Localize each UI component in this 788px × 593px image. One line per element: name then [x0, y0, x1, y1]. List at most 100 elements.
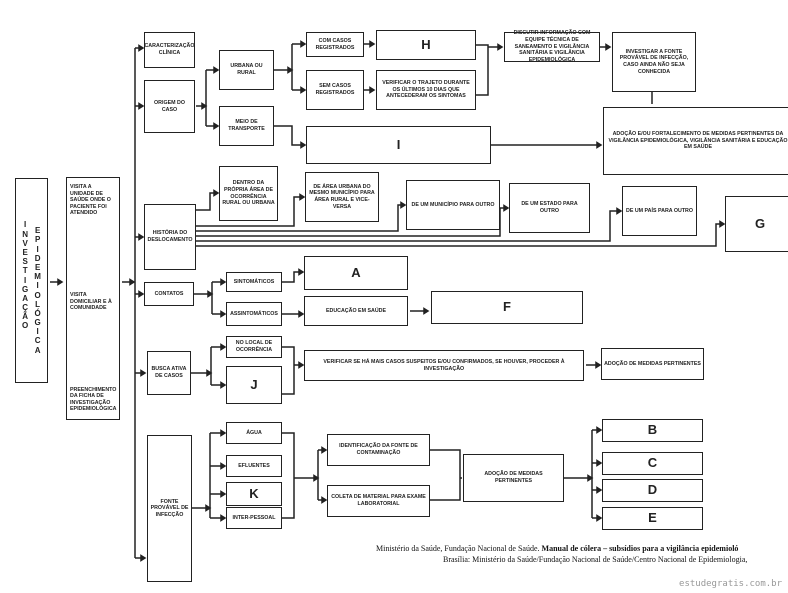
- arrowhead: [298, 310, 305, 318]
- arrowhead: [369, 40, 376, 48]
- letter: G: [34, 318, 41, 328]
- blank-c: C: [602, 452, 703, 475]
- node-contatos: CONTATOS: [144, 282, 194, 306]
- node-fonte: FONTE PROVÁVEL DE INFECÇÃO: [147, 435, 192, 582]
- arrowhead: [596, 426, 603, 434]
- node-sem-casos: SEM CASOS REGISTRADOS: [306, 70, 364, 110]
- node-discutir: DISCUTIR INFORMAÇÃO COM EQUIPE TÉCNICA D…: [504, 30, 600, 63]
- node-identificacao: IDENTIFICAÇÃO DA FONTE DE CONTAMINAÇÃO: [327, 434, 430, 466]
- arrowhead: [299, 193, 306, 201]
- node-municipio: DE UM MUNICÍPIO PARA OUTRO: [406, 180, 500, 230]
- step-visita-domiciliar: VISITA DOMICILIAR E À COMUNIDADE: [70, 291, 112, 312]
- letter: A: [34, 345, 41, 355]
- arrowhead: [596, 514, 603, 522]
- node-adocao-medidas-2: ADOÇÃO DE MEDIDAS PERTINENTES: [463, 454, 564, 502]
- steps-box: VISITA A UNIDADE DE SAÚDE ONDE O PACIENT…: [66, 177, 120, 420]
- letter: T: [22, 266, 28, 276]
- blank-b: B: [602, 419, 703, 442]
- node-historia: HISTÓRIA DO DESLOCAMENTO: [144, 204, 196, 270]
- arrowhead: [503, 204, 510, 212]
- node-com-casos: COM CASOS REGISTRADOS: [306, 32, 364, 57]
- arrowhead: [287, 66, 294, 74]
- arrowhead: [595, 361, 602, 369]
- arrowhead: [140, 554, 147, 562]
- letter: Ó: [34, 308, 41, 318]
- node-adocao-fortalecimento: ADOÇÃO E/OU FORTALECIMENTO DE MEDIDAS PE…: [603, 107, 788, 175]
- blank-g: G: [725, 196, 788, 252]
- letter: I: [36, 281, 39, 291]
- arrowhead: [300, 141, 307, 149]
- arrowhead: [605, 43, 612, 51]
- arrowhead: [220, 278, 227, 286]
- blank-i: I: [306, 126, 491, 164]
- arrowhead: [207, 290, 214, 298]
- node-meio-transporte: MEIO DE TRANSPORTE: [219, 106, 274, 146]
- arrowhead: [587, 474, 594, 482]
- citation-line-2: Brasília: Ministério da Saúde/Fundação N…: [443, 555, 748, 564]
- arrowhead: [138, 290, 145, 298]
- arrowhead: [719, 220, 726, 228]
- letter: P: [34, 235, 41, 245]
- node-assintomaticos: ASSINTOMÁTICOS: [226, 302, 282, 326]
- node-urbana-rural: URBANA OU RURAL: [219, 50, 274, 90]
- node-verificar-trajeto: VERIFICAR O TRAJETO DURANTE OS ÚLTIMOS 1…: [376, 70, 476, 110]
- blank-a: A: [304, 256, 408, 290]
- arrowhead: [369, 86, 376, 94]
- arrowhead: [205, 504, 212, 512]
- node-pais: DE UM PAÍS PARA OUTRO: [622, 186, 697, 236]
- node-interpessoal: INTER-PESSOAL: [226, 507, 282, 529]
- arrowhead: [220, 462, 227, 470]
- letter: A: [22, 293, 29, 303]
- letter: I: [24, 275, 27, 285]
- arrowhead: [300, 40, 307, 48]
- node-verificar-mais: VERIFICAR SE HÁ MAIS CASOS SUSPEITOS E/O…: [304, 350, 584, 381]
- arrowhead: [213, 189, 220, 197]
- letter: S: [22, 257, 28, 267]
- letter: I: [36, 327, 39, 337]
- node-caracterizacao: CARACTERIZAÇÃO CLÍNICA: [144, 32, 195, 68]
- arrowhead: [596, 486, 603, 494]
- arrowhead: [206, 369, 213, 377]
- letter: E: [34, 226, 41, 236]
- node-no-local: NO LOCAL DE OCORRÊNCIA: [226, 336, 282, 358]
- node-origem: ORIGEM DO CASO: [144, 80, 195, 133]
- node-area-urbana: DE ÁREA URBANA DO MESMO MUNICÍPIO PARA Á…: [305, 172, 379, 222]
- letter: E: [22, 247, 28, 257]
- letter: M: [34, 272, 41, 282]
- node-adocao-medidas-1: ADOÇÃO DE MEDIDAS PERTINENTES: [601, 348, 704, 380]
- letter: N: [22, 229, 29, 239]
- blank-f: F: [431, 291, 583, 324]
- arrowhead: [213, 122, 220, 130]
- step-preenchimento-ficha: PREENCHIMENTO DA FICHA DE INVESTIGAÇÃO E…: [70, 386, 117, 413]
- arrowhead: [298, 361, 305, 369]
- node-investigar: INVESTIGAR A FONTE PROVÁVEL DE INFECÇÃO,…: [612, 32, 696, 92]
- arrowhead: [321, 496, 328, 504]
- node-dentro-area: DENTRO DA PRÓPRIA ÁREA DE OCORRÊNCIA RUR…: [219, 166, 278, 221]
- blank-h: H: [376, 30, 476, 60]
- step-visita-unidade: VISITA A UNIDADE DE SAÚDE ONDE O PACIENT…: [70, 184, 111, 217]
- blank-j: J: [226, 366, 282, 404]
- letter: V: [22, 238, 28, 248]
- blank-k: K: [226, 482, 282, 506]
- node-coleta: COLETA DE MATERIAL PARA EXAME LABORATORI…: [327, 485, 430, 517]
- arrowhead: [300, 86, 307, 94]
- letter: O: [22, 321, 29, 331]
- arrowhead: [220, 514, 227, 522]
- arrowhead: [220, 490, 227, 498]
- arrowhead: [220, 310, 227, 318]
- letter: C: [34, 336, 41, 346]
- letter: I: [24, 220, 27, 230]
- citation-plain: Ministério da Saúde, Fundação Nacional d…: [376, 544, 542, 553]
- arrowhead: [213, 66, 220, 74]
- letter: L: [35, 299, 41, 309]
- arrowhead: [140, 369, 147, 377]
- letter: D: [34, 253, 41, 263]
- arrowhead: [138, 44, 145, 52]
- arrowhead: [220, 343, 227, 351]
- arrowhead: [596, 459, 603, 467]
